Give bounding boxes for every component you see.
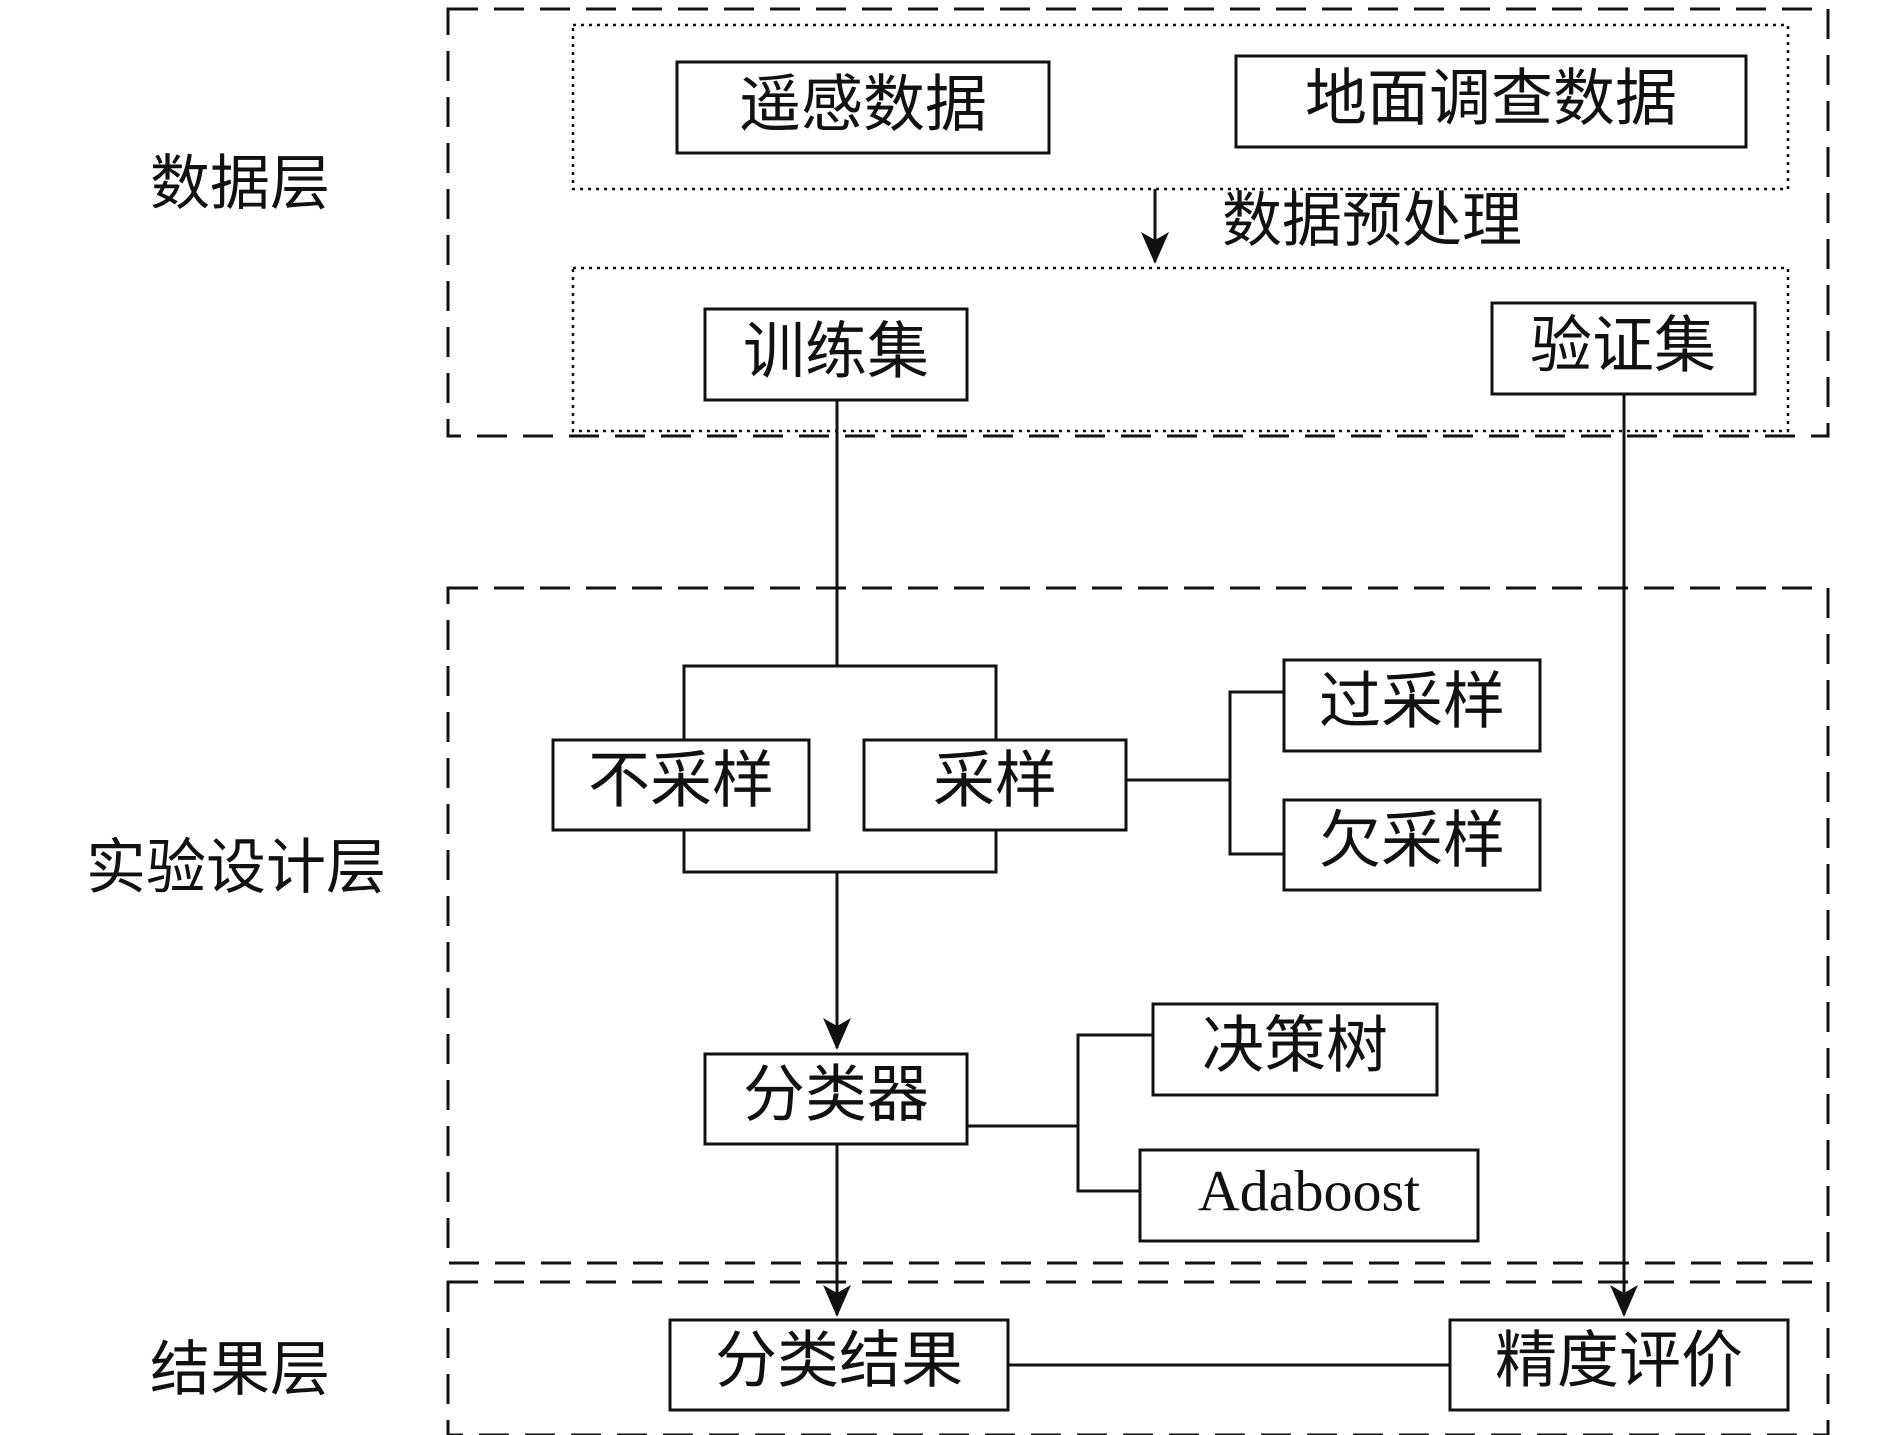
node-training-set-label: 训练集 [743,315,929,388]
layer-label-result: 结果层 [150,1335,330,1405]
sampling-branch-fork [1228,690,1284,856]
layer-label-data: 数据层 [150,149,330,219]
node-accuracy-evaluation: 精度评价 [1448,1318,1790,1412]
node-classifier-label: 分类器 [743,1058,929,1131]
node-undersampling: 欠采样 [1282,798,1542,892]
result-layer-frame [446,1280,1830,1435]
split-bracket-top [682,664,998,740]
dataset-group [571,266,1790,433]
merge-bracket-bottom [682,830,998,874]
node-sampling: 采样 [862,738,1128,832]
node-no-sampling-label: 不采样 [588,744,774,817]
raw-data-group [571,23,1790,191]
node-ground-survey: 地面调查数据 [1234,54,1748,149]
data-layer-frame [446,7,1830,438]
node-training-set: 训练集 [703,307,969,402]
node-undersampling-label: 欠采样 [1319,804,1505,877]
node-adaboost: Adaboost [1138,1148,1480,1243]
node-validation-set-label: 验证集 [1530,309,1716,382]
design-layer-frame [446,586,1830,1265]
node-no-sampling: 不采样 [551,738,811,832]
node-oversampling: 过采样 [1282,658,1542,753]
layer-label-design: 实验设计层 [86,833,386,903]
node-sampling-label: 采样 [933,744,1057,817]
node-decision-tree: 决策树 [1151,1002,1439,1097]
node-decision-tree-label: 决策树 [1202,1009,1388,1082]
node-classification-result: 分类结果 [668,1318,1010,1412]
node-accuracy-evaluation-label: 精度评价 [1495,1324,1743,1397]
node-remote-sensing-label: 遥感数据 [739,68,987,141]
node-classification-result-label: 分类结果 [715,1324,963,1397]
node-ground-survey-label: 地面调查数据 [1305,62,1677,135]
node-remote-sensing: 遥感数据 [675,60,1051,155]
preprocessing-label: 数据预处理 [1222,186,1522,256]
node-oversampling-label: 过采样 [1319,665,1505,738]
node-validation-set: 验证集 [1490,301,1757,396]
classifier-branch-fork [1076,1033,1153,1193]
node-adaboost-label: Adaboost [1198,1159,1420,1224]
node-classifier: 分类器 [703,1052,969,1146]
